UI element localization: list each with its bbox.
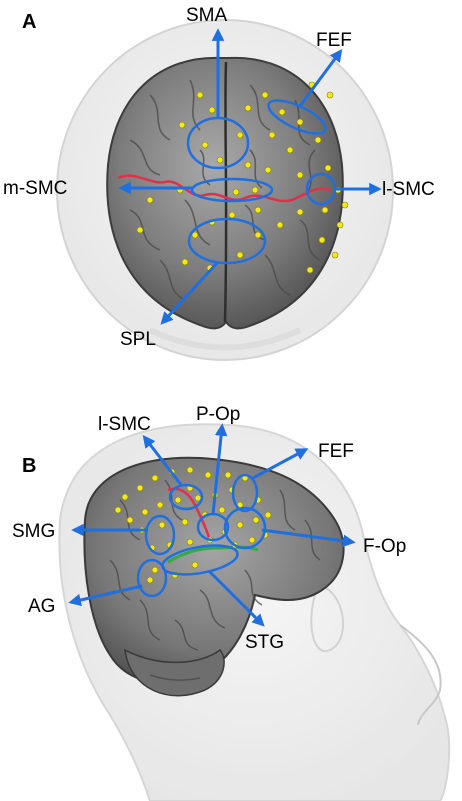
panel-a-roi-fef <box>267 99 327 135</box>
panel-b-arrow-l-smc <box>142 435 184 487</box>
panel-b-arrow-p-op <box>211 423 228 515</box>
panel-a-roi-spl <box>187 217 267 265</box>
panel-b-roi-stg <box>161 544 239 576</box>
panel-a-label-spl: SPL <box>120 329 156 350</box>
panel-b-regions <box>136 473 267 598</box>
panel-b-letter: B <box>22 455 36 477</box>
panel-a-arrow-spl <box>160 260 220 325</box>
panel-a-central-sulcus <box>117 174 331 203</box>
panel-b-arrow-f-op <box>261 528 356 548</box>
panel-b-label-l-smc: l-SMC <box>98 414 151 435</box>
panel-b-ear-outline <box>310 583 344 653</box>
panel-b-label-p-op: P-Op <box>196 404 240 425</box>
panel-b-arrows <box>68 423 356 627</box>
panel-b-arrow-ag <box>68 584 143 607</box>
panel-a: A <box>3 5 435 361</box>
panel-a-label-l-smc: l-SMC <box>382 179 435 200</box>
panel-b: B <box>12 404 451 801</box>
panel-a-arrow-fef <box>298 48 343 107</box>
panel-a-label-fef: FEF <box>316 30 352 51</box>
panel-b-central-sulcus <box>167 487 212 541</box>
panel-b-label-ag: AG <box>28 596 55 617</box>
panel-b-label-smg: SMG <box>12 521 55 542</box>
panel-a-brain <box>106 56 344 330</box>
panel-b-roi-fef <box>231 473 259 513</box>
panel-a-regions <box>186 99 337 265</box>
panel-a-roi-m-smc <box>190 177 274 203</box>
panel-a-arrows <box>118 28 382 325</box>
panel-b-label-fef: FEF <box>318 441 354 462</box>
panel-b-nose-outline <box>399 624 442 726</box>
panel-a-letter: A <box>22 11 36 33</box>
panel-b-roi-f-op <box>223 506 267 550</box>
panel-b-label-stg: STG <box>245 632 284 653</box>
panel-a-label-m-smc: m-SMC <box>3 178 67 199</box>
panel-b-arrow-stg <box>208 570 265 627</box>
panel-b-roi-smg <box>144 514 176 556</box>
panel-b-roi-l-smc <box>168 483 204 511</box>
panel-a-label-sma: SMA <box>186 5 228 26</box>
panel-a-neck-shadow <box>148 327 302 351</box>
panel-b-roi-ag <box>136 558 168 598</box>
panel-b-arrow-fef <box>252 448 309 480</box>
panel-b-label-f-op: F-Op <box>363 536 406 557</box>
